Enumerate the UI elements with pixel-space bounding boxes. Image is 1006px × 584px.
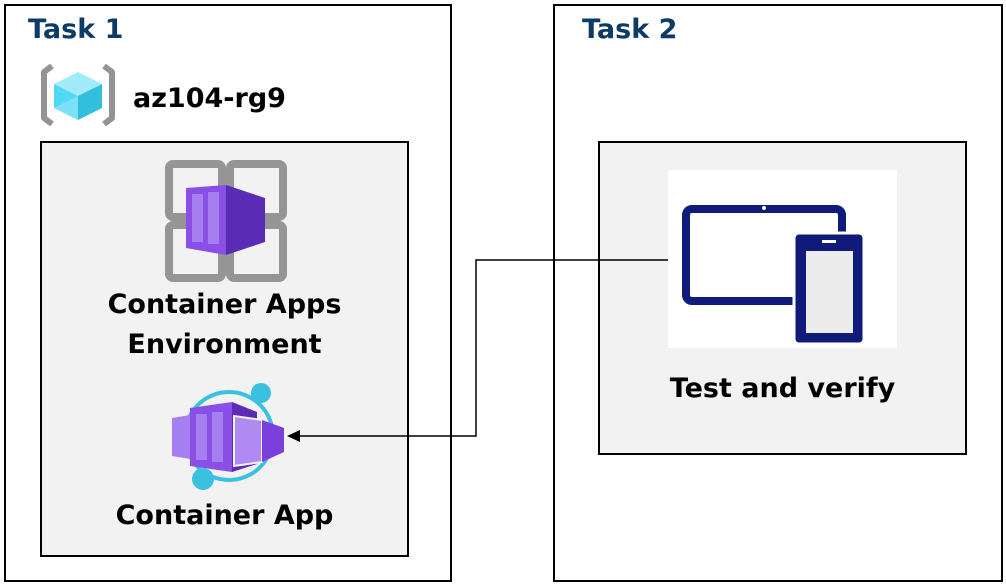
arrowhead-icon [287, 430, 300, 442]
test-label: Test and verify [669, 373, 896, 404]
resource-group-name: az104-rg9 [133, 83, 286, 114]
task1-title: Task 1 [28, 14, 124, 45]
environment-label-line2: Environment [127, 329, 322, 360]
task2-box [553, 4, 1003, 582]
container-apps-environment-icon [165, 160, 287, 282]
resource-group-icon [41, 63, 115, 127]
container-app-label: Container App [115, 500, 334, 531]
task2-title: Task 2 [582, 14, 678, 45]
devices-icon [682, 205, 866, 346]
environment-label: Container Apps Environment [41, 285, 408, 365]
environment-label-line1: Container Apps [107, 289, 342, 320]
container-app-icon [172, 383, 284, 490]
task1-box [4, 4, 452, 582]
